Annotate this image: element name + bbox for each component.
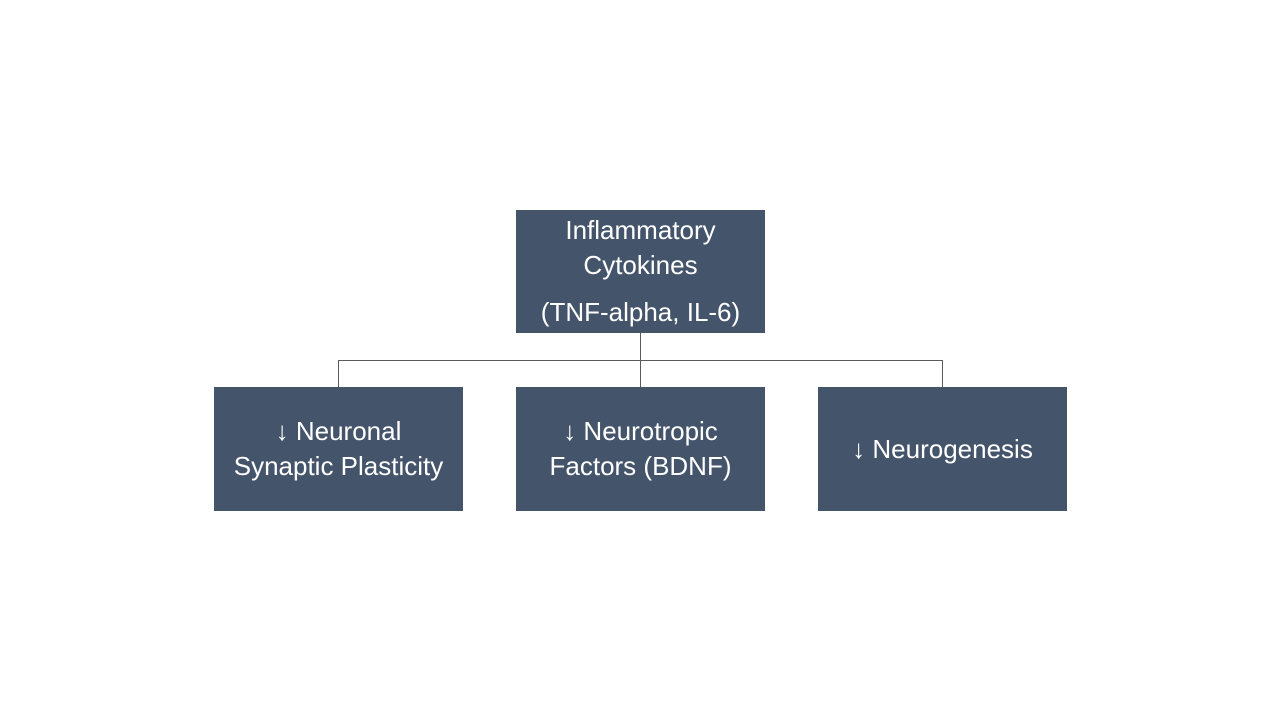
root-node-inflammatory-cytokines: Inflammatory Cytokines (TNF-alpha, IL-6) [516,210,765,333]
child-1-line-2: Synaptic Plasticity [233,451,444,481]
child-2-line-2: Factors (BDNF) [549,451,732,481]
child-node-neurogenesis: ↓ Neurogenesis [818,387,1067,511]
root-node-line-2: Cytokines [583,250,698,280]
child-3-line-1: ↓ Neurogenesis [852,433,1033,464]
child-1-line-1: ↓ Neuronal [275,416,402,446]
child-node-synaptic-plasticity: ↓ Neuronal Synaptic Plasticity [214,387,463,511]
child-2-line-1: ↓ Neurotropic [563,416,718,446]
root-node-line-3: (TNF-alpha, IL-6) [540,297,741,327]
root-node-line-1: Inflammatory [565,215,716,245]
child-node-neurotropic-factors: ↓ Neurotropic Factors (BDNF) [516,387,765,511]
